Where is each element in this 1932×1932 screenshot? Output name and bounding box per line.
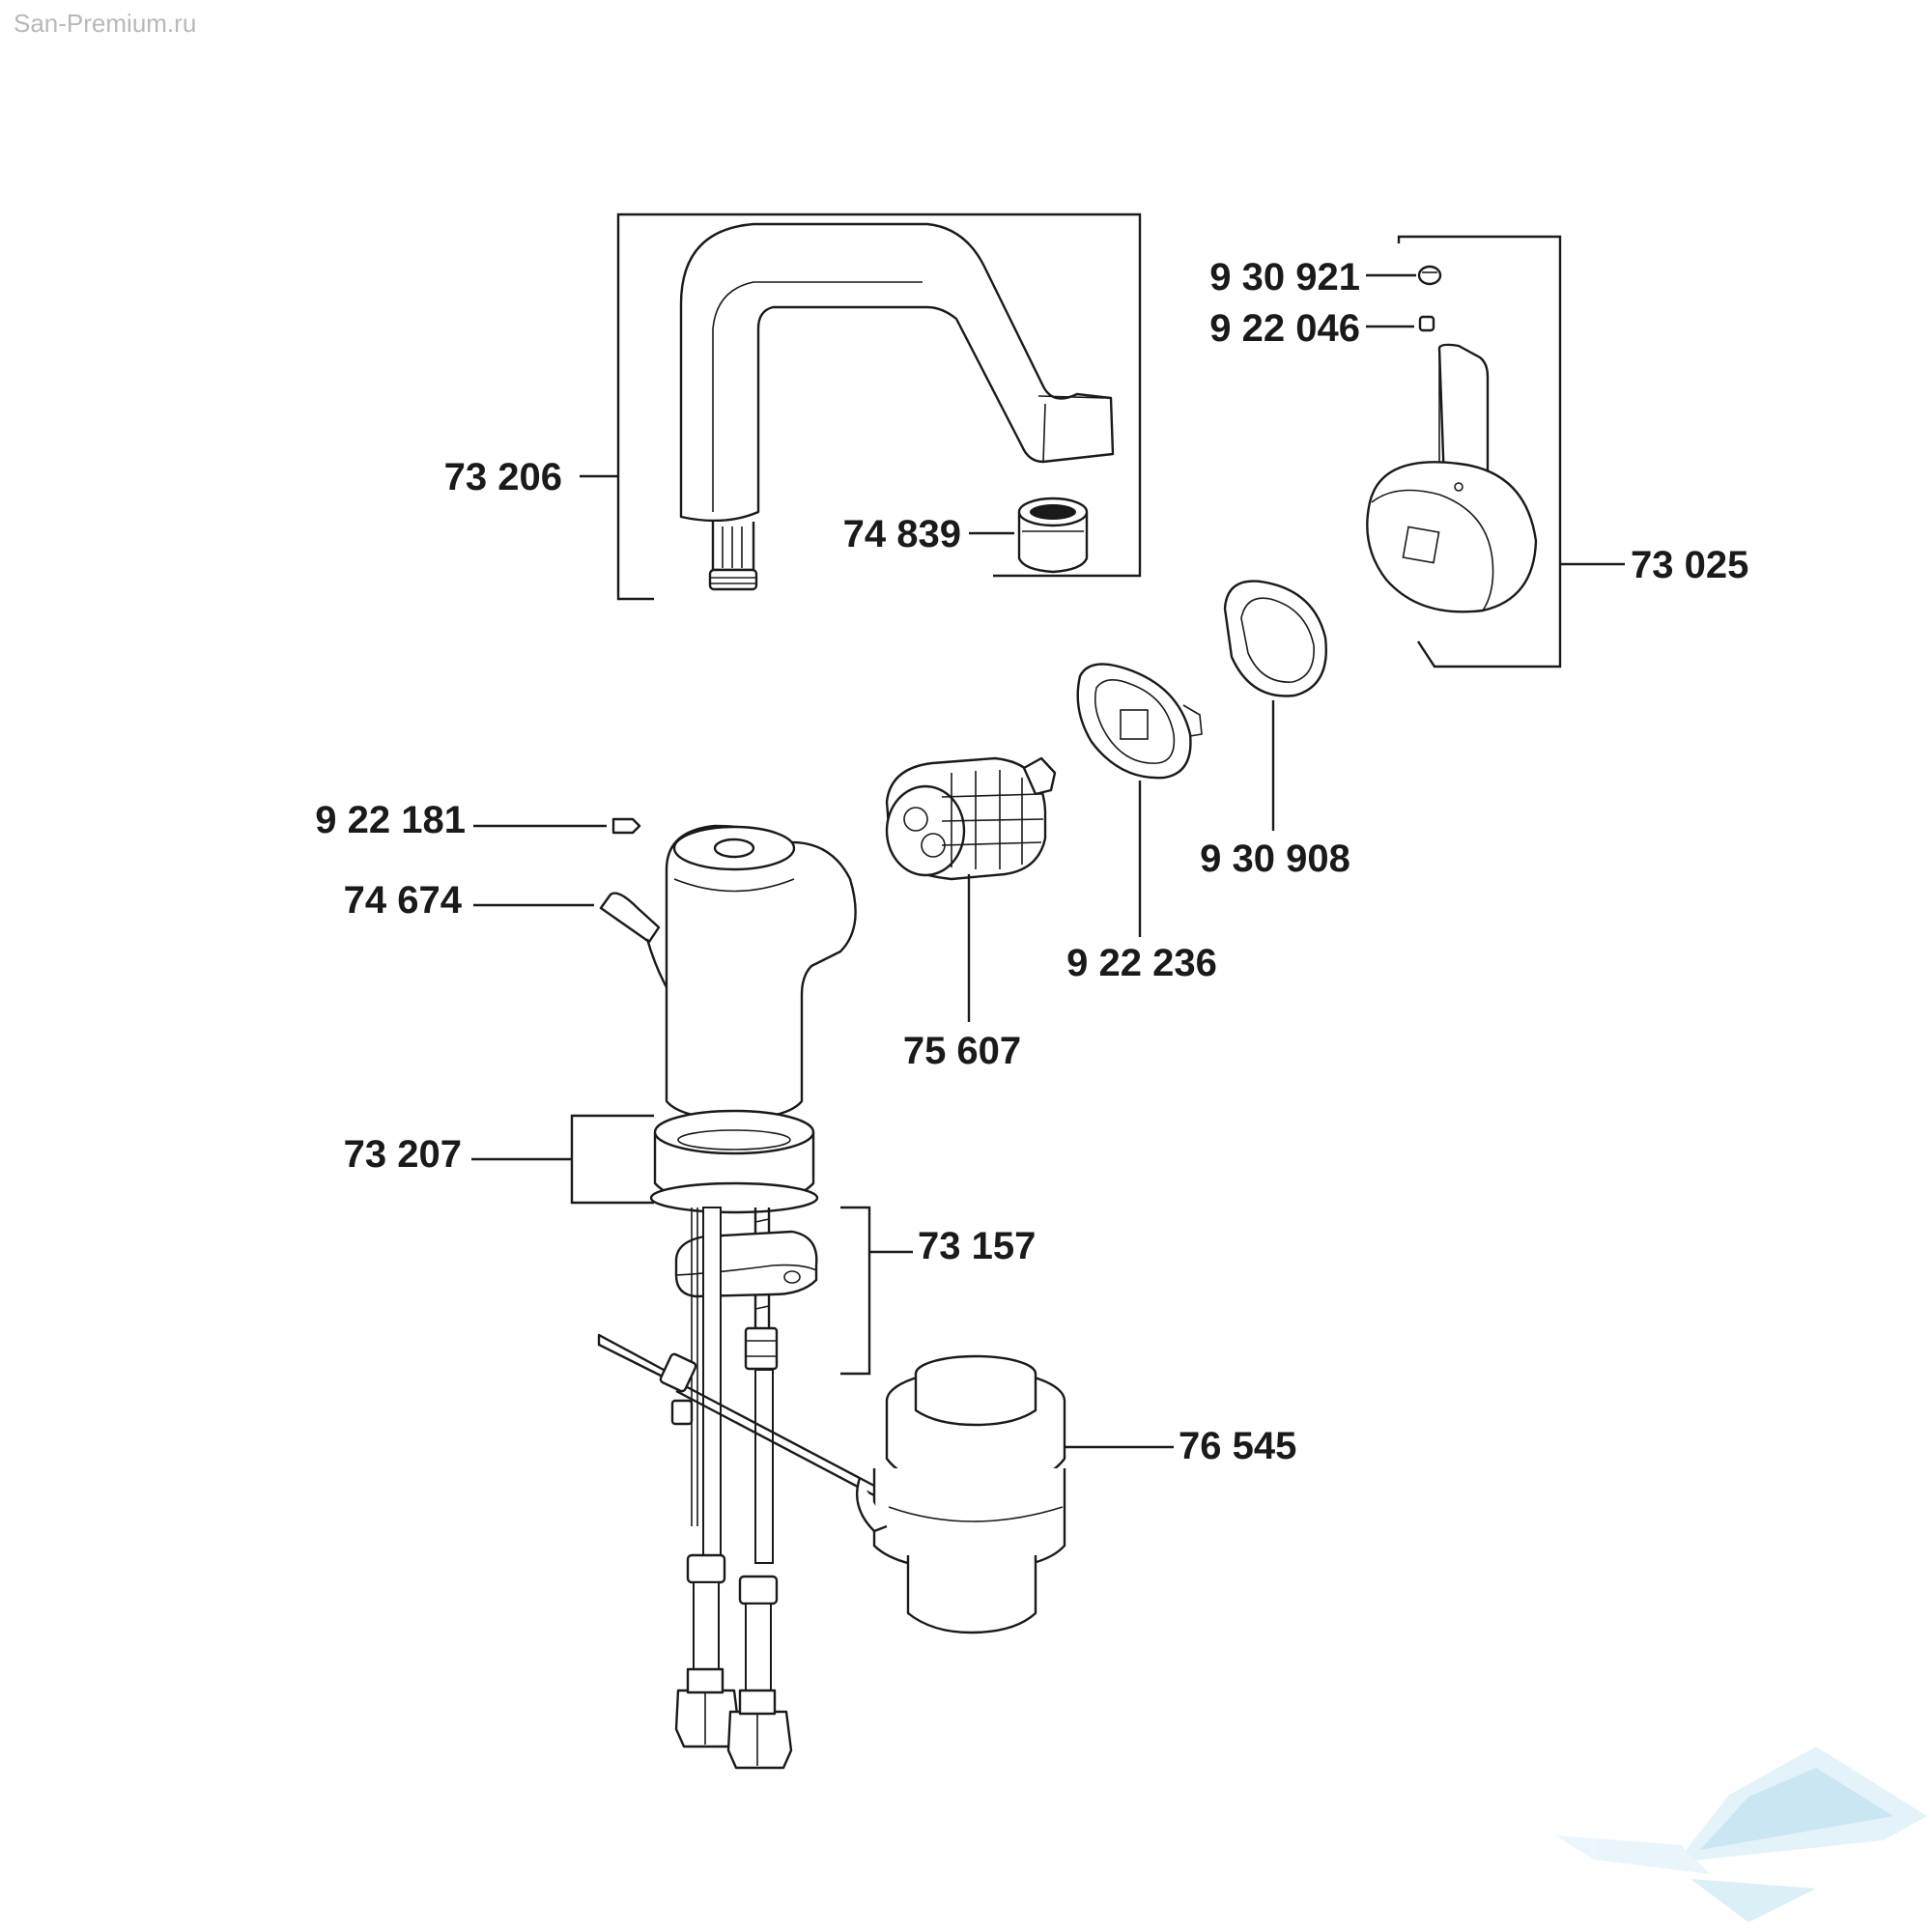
label-9-30-921: 9 30 921	[1209, 256, 1360, 298]
cartridge-nut-part	[1076, 663, 1203, 937]
label-73-025: 73 025	[1631, 544, 1748, 586]
aerator-part	[969, 497, 1089, 574]
watermark-text: San-Premium.ru	[14, 9, 196, 38]
label-9-30-908: 9 30 908	[1200, 838, 1350, 880]
set-screw-part	[1366, 315, 1435, 332]
label-74-839: 74 839	[843, 513, 961, 555]
label-9-22-236: 9 22 236	[1066, 942, 1217, 984]
label-73-206: 73 206	[444, 456, 562, 498]
label-76-545: 76 545	[1179, 1425, 1296, 1467]
label-73-207: 73 207	[344, 1133, 462, 1176]
label-9-22-046: 9 22 046	[1209, 307, 1360, 350]
lever-handle-part	[1366, 235, 1625, 668]
label-9-22-181: 9 22 181	[315, 799, 466, 841]
bathtub-logo-icon	[1555, 1747, 1927, 1922]
label-74-674: 74 674	[344, 879, 463, 922]
mixer-body-part	[665, 824, 857, 1121]
pull-rod-part	[473, 892, 668, 988]
cap-screw-part	[1366, 265, 1442, 286]
label-73-157: 73 157	[918, 1225, 1036, 1267]
cartridge-part	[885, 756, 1057, 1022]
spout-part	[580, 213, 1142, 601]
cover-ring-part	[1223, 580, 1327, 831]
grub-screw-part	[473, 817, 641, 835]
flex-hoses-part	[674, 1207, 793, 1770]
pop-up-waste-part	[597, 1333, 1174, 1634]
label-75-607: 75 607	[903, 1030, 1021, 1072]
base-ring-part	[471, 1109, 819, 1214]
